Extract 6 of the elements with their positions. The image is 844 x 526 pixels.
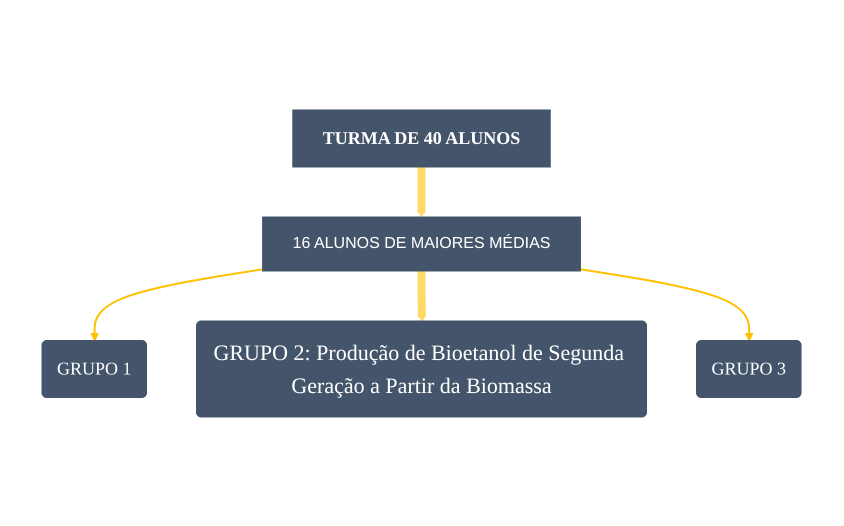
arrow <box>90 268 264 341</box>
arrow <box>580 268 754 341</box>
arrow <box>418 166 426 217</box>
arrow <box>418 270 427 322</box>
node-box: TURMA DE 40 ALUNOS <box>292 109 552 167</box>
node-box: 16 ALUNOS DE MAIORES MÉDIAS <box>262 216 582 271</box>
